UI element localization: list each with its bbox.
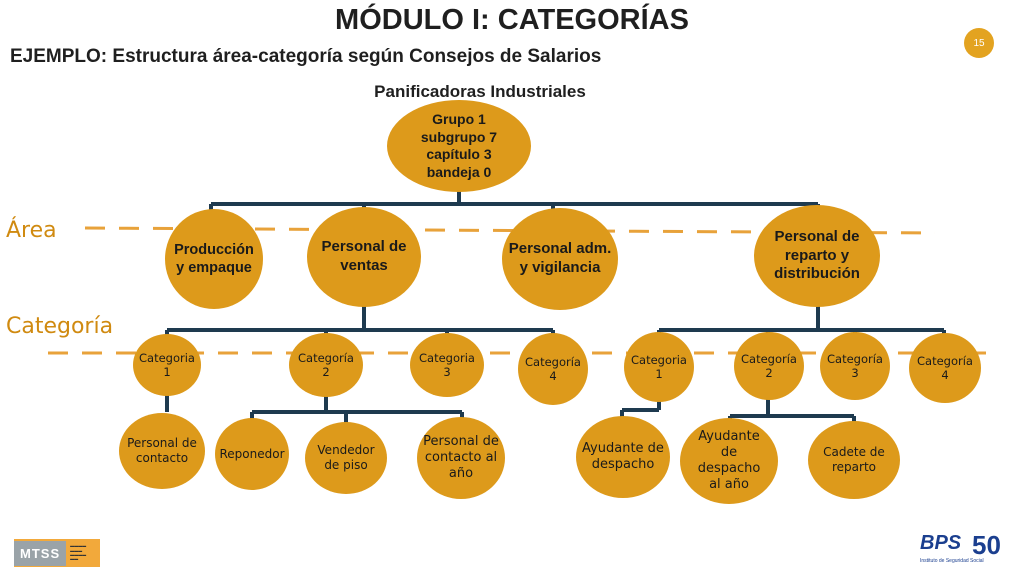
category-node-ventas-1: Categoria 1: [133, 334, 201, 396]
role-node-vendedor-piso: Vendedor de piso: [305, 422, 387, 494]
role-node-personal-contacto: Personal de contacto: [119, 413, 205, 489]
area-node-ventas: Personal de ventas: [307, 207, 421, 307]
root-line-3: capítulo 3: [426, 146, 492, 162]
mtss-logo: MTSS ▬▬▬▬▬▬▬▬▬▬▬▬▬: [14, 539, 100, 567]
page-subtitle: EJEMPLO: Estructura área-categoría según…: [10, 46, 602, 67]
page-title: MÓDULO I: CATEGORÍAS: [335, 4, 689, 36]
area-node-reparto: Personal de reparto y distribución: [754, 205, 880, 307]
category-node-reparto-1: Categoria 1: [624, 332, 694, 402]
role-node-personal-contacto-ano: Personal de contacto al año: [417, 417, 505, 499]
area-node-adm: Personal adm. y vigilancia: [502, 208, 618, 310]
bps-anniversary-mark: 50: [972, 530, 1001, 560]
bps-logo: BPS 50 Instituto de Seguridad Social: [914, 530, 1018, 570]
category-node-reparto-2: Categoría 2: [734, 332, 804, 400]
category-node-ventas-2: Categoría 2: [289, 333, 363, 397]
mtss-logo-text: MTSS: [14, 540, 67, 566]
root-line-1: Grupo 1: [432, 111, 486, 127]
bps-logo-text: BPS: [920, 532, 962, 554]
page-number-badge: 15: [964, 28, 994, 58]
area-label: Área: [6, 218, 57, 243]
category-node-ventas-4: Categoría 4: [518, 333, 588, 405]
diagram-heading: Panificadoras Industriales: [374, 82, 586, 101]
category-node-ventas-3: Categoria 3: [410, 333, 484, 397]
root-node: Grupo 1 subgrupo 7 capítulo 3 bandeja 0: [387, 100, 531, 192]
role-node-reponedor: Reponedor: [215, 418, 289, 490]
root-line-4: bandeja 0: [426, 163, 492, 180]
mtss-logo-graphic: ▬▬▬▬▬▬▬▬▬▬▬▬▬: [70, 543, 87, 562]
bps-logo-subtitle: Instituto de Seguridad Social: [920, 558, 984, 564]
category-label: Categoría: [6, 314, 114, 339]
category-node-reparto-3: Categoría 3: [820, 332, 890, 400]
root-line-2: subgrupo 7: [420, 128, 498, 145]
role-node-ayudante-despacho: Ayudante de despacho: [576, 416, 670, 498]
role-node-cadete-reparto: Cadete de reparto: [808, 421, 900, 499]
role-node-ayudante-despacho-ano: Ayudante de despacho al año: [680, 418, 778, 504]
area-node-produccion: Producción y empaque: [165, 209, 263, 309]
category-node-reparto-4: Categoría 4: [909, 333, 981, 403]
